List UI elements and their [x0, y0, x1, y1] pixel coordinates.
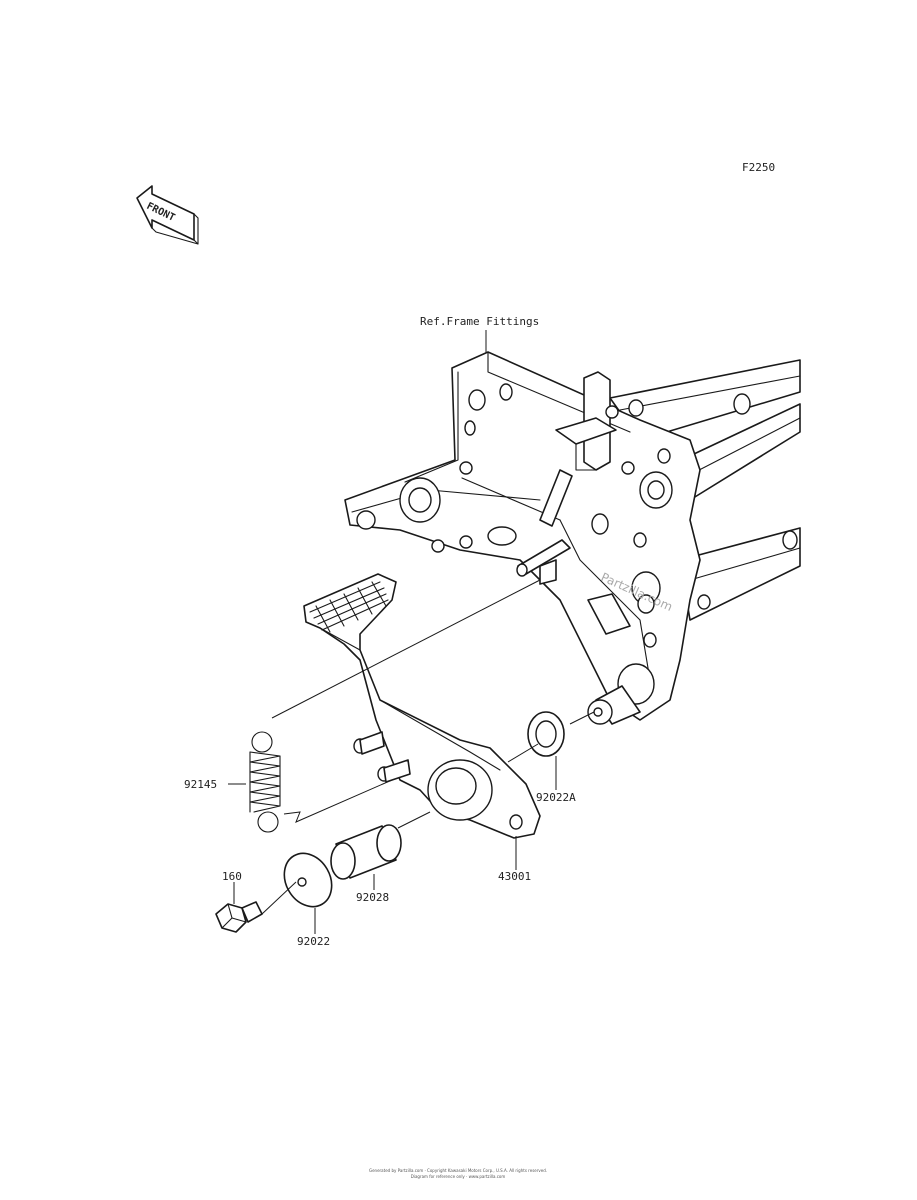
leader-shaft	[569, 711, 595, 725]
washer	[283, 852, 333, 908]
leader-spring-top	[271, 579, 541, 719]
brake-pedal	[303, 573, 541, 839]
part-label-43001: 43001	[498, 870, 531, 883]
leader-bolt	[261, 881, 297, 915]
diagram-id: F2250	[742, 161, 775, 174]
reference-label: Ref.Frame Fittings	[420, 315, 539, 328]
footer-line-1: Generated by Partzilla.com · Copyright K…	[369, 1168, 547, 1173]
part-label-92022a: 92022A	[536, 791, 576, 804]
part-label-160: 160	[222, 870, 242, 883]
spring	[249, 731, 281, 833]
leader-washer-a	[507, 743, 539, 763]
part-label-92028: 92028	[356, 891, 389, 904]
part-label-92022: 92022	[297, 935, 330, 948]
footer-line-2: Diagram for reference only · www.partzil…	[411, 1174, 506, 1179]
frame-fittings	[344, 351, 801, 725]
leader-bushing	[397, 811, 431, 829]
part-label-92145: 92145	[184, 778, 217, 791]
bolt	[215, 901, 263, 933]
front-arrow-icon: FRONT	[136, 185, 199, 245]
leader-spring-bottom	[283, 779, 393, 823]
collar-washer	[527, 711, 565, 757]
bushing	[330, 824, 402, 880]
pedal-tread	[309, 581, 389, 633]
